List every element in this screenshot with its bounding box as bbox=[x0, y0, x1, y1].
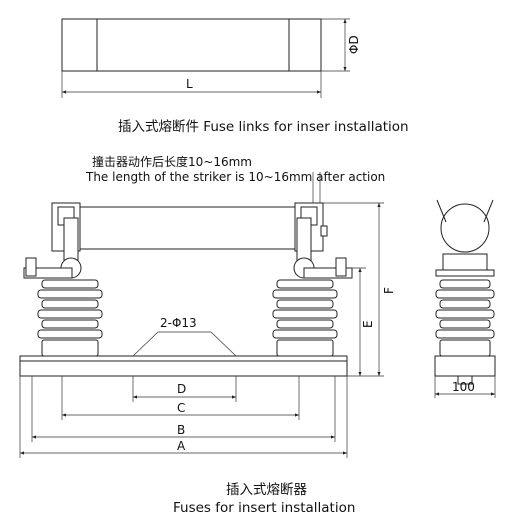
dim-label-c: C bbox=[177, 401, 185, 415]
fuse-assembly-front-view bbox=[19, 202, 384, 458]
fuse-end-circle bbox=[440, 203, 490, 253]
dim-label-l: L bbox=[186, 77, 193, 91]
fuse-link-drawing bbox=[61, 18, 350, 98]
dim-label-b: B bbox=[177, 423, 185, 437]
fuse-link-caption: 插入式熔断件 Fuse links for inser installation bbox=[118, 119, 409, 135]
fuse-assembly-side-view bbox=[434, 199, 496, 398]
base-plate bbox=[19, 355, 348, 377]
dim-label-holes: 2-Φ13 bbox=[160, 316, 197, 330]
striker-note-cn: 撞击器动作后长度10~16mm bbox=[92, 154, 252, 169]
dim-label-d: D bbox=[177, 382, 186, 396]
dim-label-e: E bbox=[361, 320, 375, 328]
fuse-link-body bbox=[61, 18, 322, 72]
striker-note-en: The length of the striker is 10~16mm aft… bbox=[85, 170, 385, 184]
footer-caption-cn: 插入式熔断器 bbox=[226, 482, 307, 498]
dim-label-a: A bbox=[177, 439, 186, 453]
footer-caption-en: Fuses for insert installation bbox=[173, 500, 355, 516]
dim-label-width: 100 bbox=[452, 380, 475, 394]
fuse-body bbox=[79, 206, 296, 250]
dim-label-phi-d: ΦD bbox=[347, 35, 361, 54]
dim-label-f: F bbox=[382, 287, 396, 294]
